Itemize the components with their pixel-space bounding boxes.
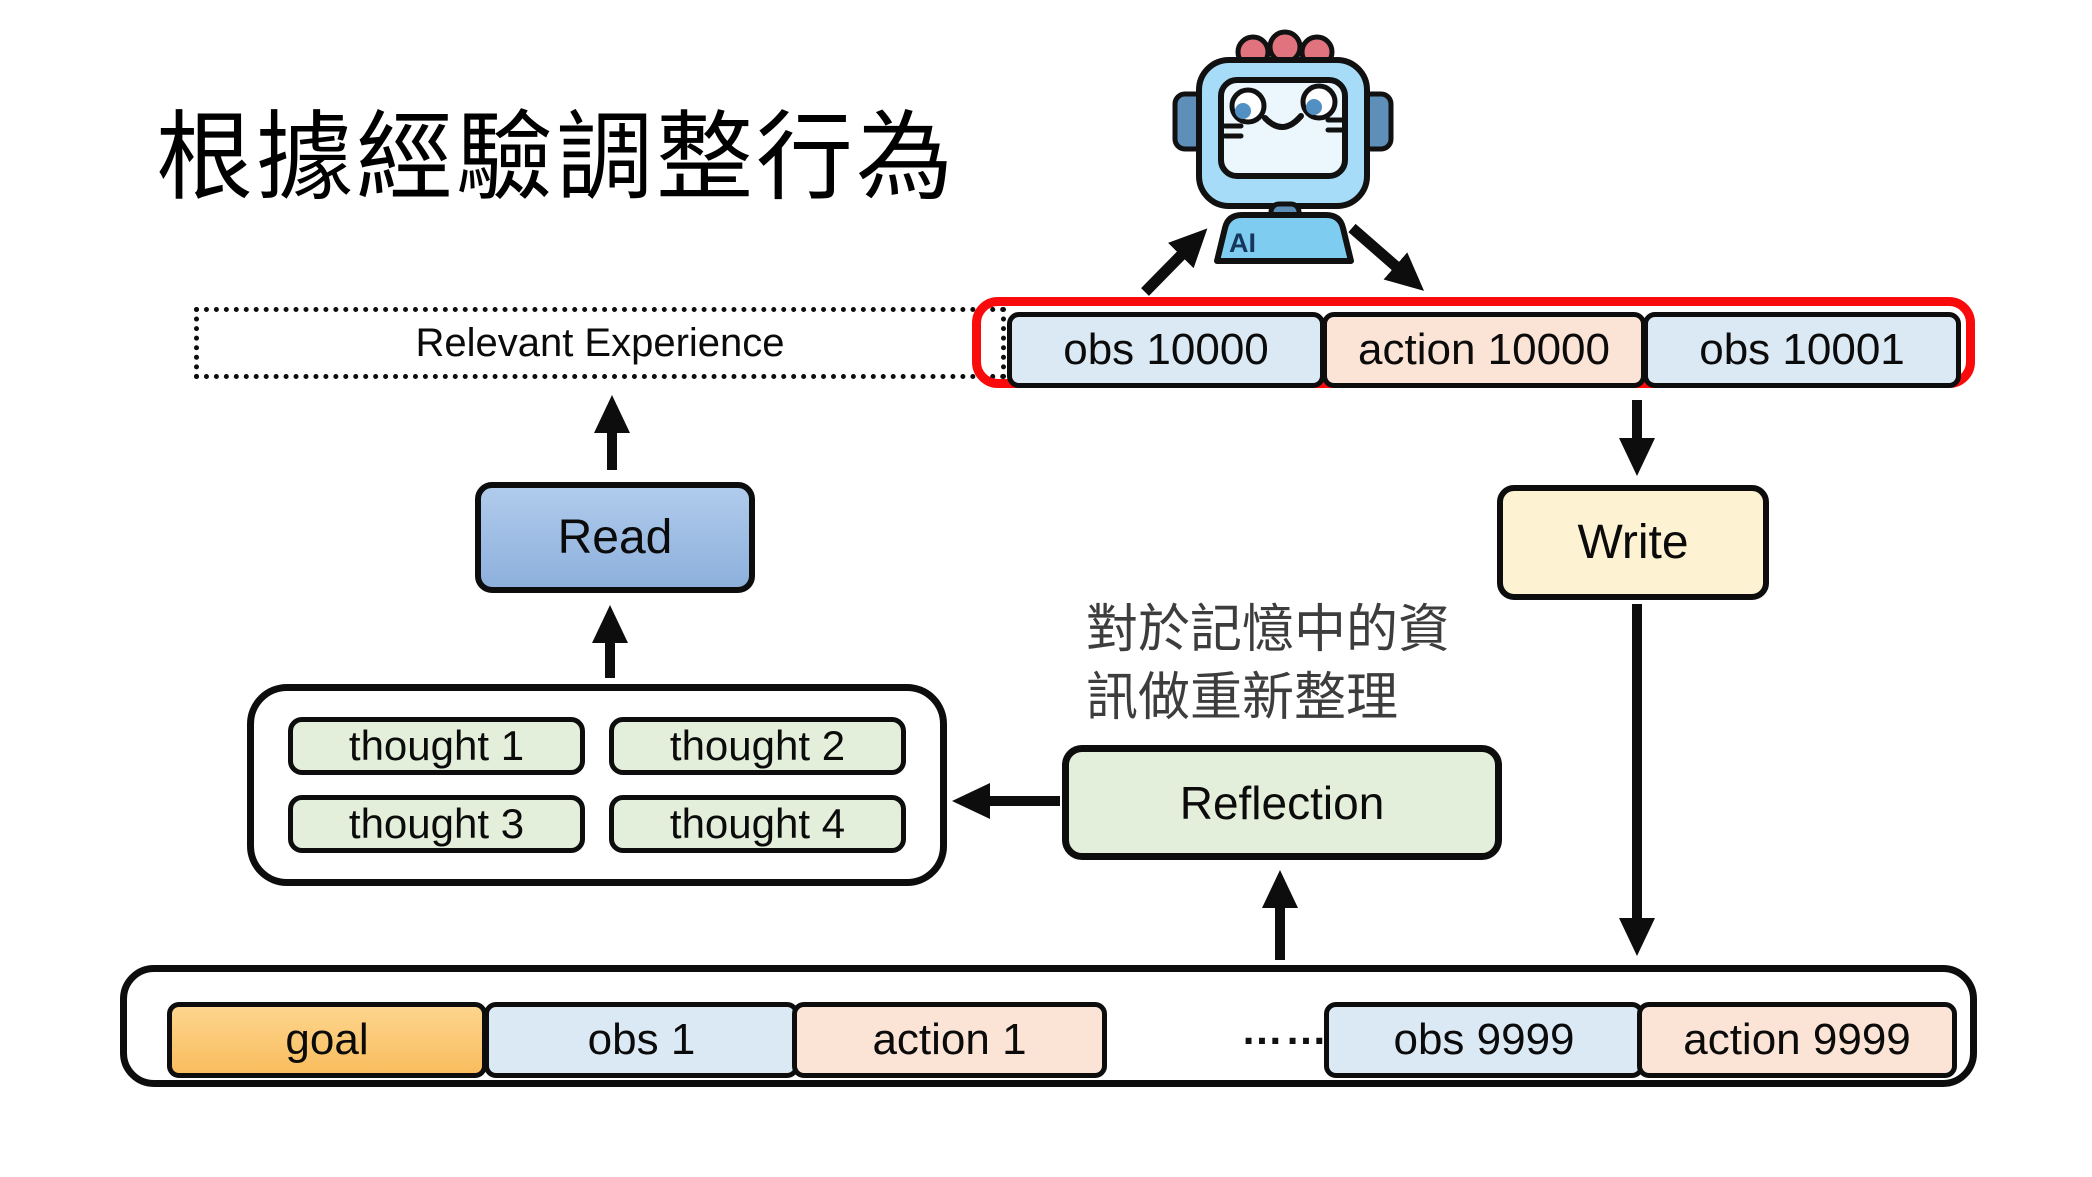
read-box: Read xyxy=(475,482,755,593)
goal-chip: goal xyxy=(167,1002,487,1078)
thought-2-chip: thought 2 xyxy=(609,717,906,775)
action-10000-label: action 10000 xyxy=(1358,325,1610,374)
action-1-label: action 1 xyxy=(872,1015,1027,1064)
thought-1-chip: thought 1 xyxy=(288,717,585,775)
obs-9999-chip: obs 9999 xyxy=(1324,1002,1644,1078)
write-box: Write xyxy=(1497,485,1769,600)
thought-3-chip: thought 3 xyxy=(288,795,585,853)
obs-1-chip: obs 1 xyxy=(484,1002,799,1078)
thought-1-label: thought 1 xyxy=(348,722,525,769)
current-experience-highlight-box: obs 10000 action 10000 obs 10001 xyxy=(972,297,1975,388)
thought-3-label: thought 3 xyxy=(348,800,525,847)
write-label: Write xyxy=(1577,516,1689,569)
obs-10001-label: obs 10001 xyxy=(1699,325,1905,374)
annotation-line-1: 對於記憶中的資 xyxy=(1086,601,1451,659)
thought-2-label: thought 2 xyxy=(669,722,846,769)
thoughts-container: thought 1 thought 2 thought 3 thought 4 xyxy=(247,684,947,886)
thought-4-label: thought 4 xyxy=(669,800,846,847)
slide-title: 根據經驗調整行為 xyxy=(156,103,956,212)
robot-left-pupil xyxy=(1235,103,1251,119)
obs-10001-chip: obs 10001 xyxy=(1643,312,1961,388)
reflection-label: Reflection xyxy=(1179,776,1385,829)
action-10000-chip: action 10000 xyxy=(1322,312,1646,388)
read-label: Read xyxy=(557,511,673,564)
obs-9999-label: obs 9999 xyxy=(1393,1015,1575,1064)
robot-ai-badge: AI xyxy=(1229,228,1256,258)
annotation-line-2: 訊做重新整理 xyxy=(1086,669,1399,727)
action-9999-label: action 9999 xyxy=(1683,1015,1911,1064)
robot-right-pupil xyxy=(1306,99,1322,115)
memory-container: goal obs 1 action 1 …… obs 9999 action 9… xyxy=(120,965,1977,1087)
reflection-box: Reflection xyxy=(1062,745,1502,860)
relevant-experience-box: Relevant Experience xyxy=(194,307,1006,379)
robot-cheek-lines xyxy=(1222,117,1347,139)
memory-ellipsis: …… xyxy=(1241,1006,1329,1053)
robot-body xyxy=(1214,212,1354,264)
relevant-experience-label: Relevant Experience xyxy=(415,320,785,365)
action-9999-chip: action 9999 xyxy=(1637,1002,1957,1078)
goal-label: goal xyxy=(285,1015,369,1064)
action-1-chip: action 1 xyxy=(792,1002,1107,1078)
thought-4-chip: thought 4 xyxy=(609,795,906,853)
obs-10000-label: obs 10000 xyxy=(1063,325,1269,374)
obs-10000-chip: obs 10000 xyxy=(1007,312,1325,388)
reflection-annotation: 對於記憶中的資 訊做重新整理 xyxy=(1086,596,1506,732)
ai-robot-icon: AI xyxy=(1172,29,1394,264)
obs-1-label: obs 1 xyxy=(587,1015,696,1064)
robot-smile xyxy=(1262,113,1304,130)
